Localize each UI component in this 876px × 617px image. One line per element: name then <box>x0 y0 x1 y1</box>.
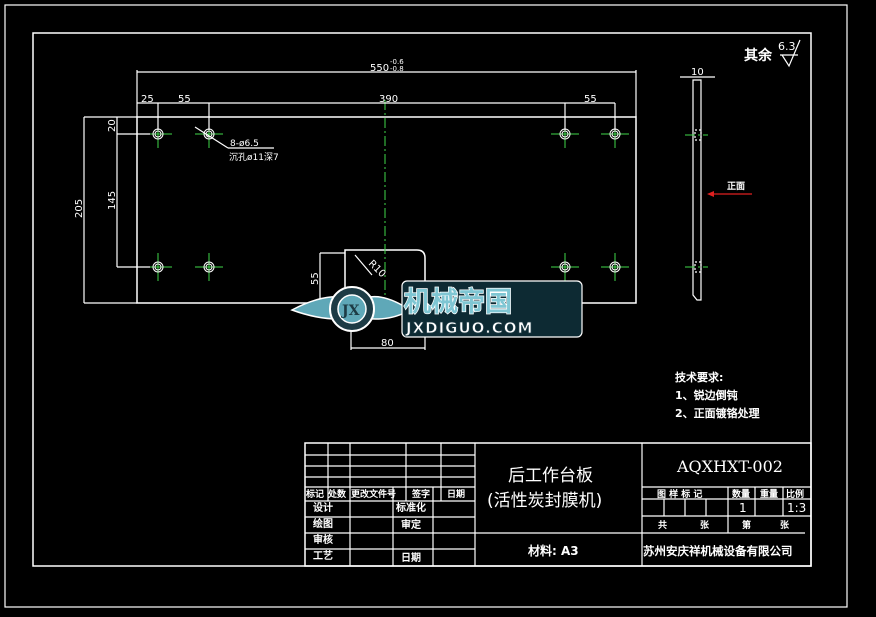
dim-hole-pitch-y: 145 <box>107 191 118 210</box>
role-drawing: 绘图 <box>313 517 333 530</box>
hole <box>551 253 579 281</box>
header-stage-mark: 图 样 标 记 <box>657 488 702 500</box>
dim-hole-pitch-right: 55 <box>584 94 597 105</box>
part-name: 后工作台板 <box>508 466 593 486</box>
dim-hole-span-center: 390 <box>379 94 398 105</box>
front-face-label: 正面 <box>727 181 745 192</box>
value-quantity: 1 <box>739 501 747 515</box>
dim-tol-upper: -0.6 <box>390 58 404 66</box>
sheet-count-label: 张 <box>700 519 710 531</box>
tech-req-item: 2、正面镀铬处理 <box>675 406 760 420</box>
surface-finish-value: 6.3 <box>778 40 796 53</box>
sheet-total-label: 共 <box>658 519 667 531</box>
technical-requirements: 技术要求: 1、锐边倒钝 2、正面镀铬处理 <box>675 370 760 420</box>
dim-hole-pitch-left: 55 <box>178 94 191 105</box>
watermark-text-en: JXDIGUO.COM <box>405 319 533 337</box>
rev-header-count: 处数 <box>327 488 347 500</box>
rev-header-sign: 签字 <box>411 488 430 500</box>
hole-callout-spec: 8-ø6.5 <box>230 139 259 149</box>
material: 材料: A3 <box>527 543 579 558</box>
dimensions-horizontal: 550 -0.6 -0.8 25 55 390 55 <box>136 58 637 130</box>
tech-req-title: 技术要求: <box>675 370 723 384</box>
watermark-badge: JX <box>340 303 360 319</box>
watermark-logo: JX 机械帝国 JXDIGUO.COM <box>290 280 583 338</box>
dim-tol-lower: -0.8 <box>390 65 404 73</box>
role-process: 工艺 <box>313 549 333 562</box>
drawing-number: AQXHXT-002 <box>676 457 783 476</box>
outer-frame <box>4 4 848 608</box>
mounting-holes <box>144 120 629 281</box>
role-standard: 标准化 <box>395 501 426 514</box>
header-weight: 重量 <box>760 488 778 500</box>
plate-outline <box>136 116 637 304</box>
rev-header-date: 日期 <box>447 488 465 500</box>
tech-req-item: 1、锐边倒钝 <box>675 388 738 402</box>
dim-notch-radius: R10 <box>366 258 388 280</box>
plate-side-view: 10 正面 <box>680 67 752 301</box>
dim-edge-offset-y: 20 <box>107 119 118 132</box>
value-scale: 1:3 <box>787 501 806 515</box>
dim-thickness: 10 <box>691 67 704 78</box>
machine-name: (活性炭封膜机) <box>487 491 602 511</box>
watermark-text-cn: 机械帝国 <box>404 286 512 318</box>
dim-notch-depth: 55 <box>310 272 321 285</box>
dim-overall-length: 550 <box>370 63 389 74</box>
surface-finish-label: 其余 <box>744 47 773 64</box>
hole <box>601 253 629 281</box>
dimensions-vertical: 205 20 145 <box>74 116 150 304</box>
role-approve: 审定 <box>401 518 421 531</box>
sheet-number-label: 张 <box>780 519 790 531</box>
surface-finish-symbol: 其余 6.3 <box>744 39 801 68</box>
header-quantity: 数量 <box>732 488 750 500</box>
title-block: 标记 处数 更改文件号 签字 日期 设计 绘图 审核 工艺 标准化 审定 日期 … <box>304 442 812 567</box>
dim-notch-width: 80 <box>381 338 394 349</box>
header-scale: 比例 <box>786 488 804 500</box>
hole-callout: 8-ø6.5 沉孔ø11深7 <box>194 126 279 163</box>
dim-overall-height: 205 <box>74 199 85 218</box>
hole-callout-counterbore: 沉孔ø11深7 <box>229 152 279 163</box>
role-review: 审核 <box>313 533 333 546</box>
sheet-nth-label: 第 <box>742 519 751 531</box>
hole <box>195 253 223 281</box>
role-design: 设计 <box>313 501 333 514</box>
rev-header-doc: 更改文件号 <box>351 488 396 500</box>
company-name: 苏州安庆祥机械设备有限公司 <box>643 544 793 558</box>
rev-header-mark: 标记 <box>305 488 324 500</box>
role-date: 日期 <box>401 551 421 564</box>
dim-edge-offset-x: 25 <box>141 94 154 105</box>
